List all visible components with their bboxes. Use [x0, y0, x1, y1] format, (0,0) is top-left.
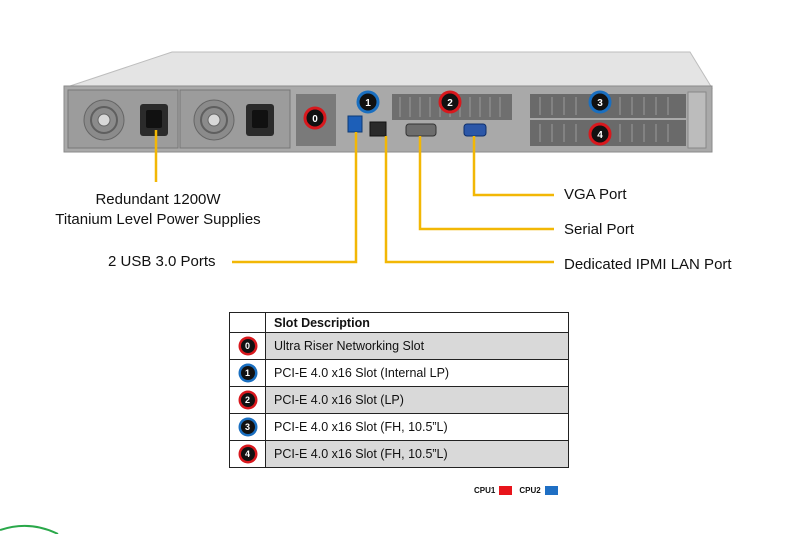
slot-description-table: Slot Description 0 Ultra Riser Networkin…: [229, 312, 569, 468]
vga-callout: VGA Port: [564, 186, 627, 203]
serial-callout: Serial Port: [564, 221, 635, 238]
slot-num-badge: 0: [240, 339, 255, 354]
corner-logo-arc: [0, 524, 59, 534]
cpu-legend: CPU1 CPU2: [474, 486, 565, 495]
slot-desc: PCI-E 4.0 x16 Slot (Internal LP): [265, 359, 569, 387]
vent-slot-lines: [399, 97, 669, 142]
leader-line-vga: [472, 136, 554, 197]
slot-badge-2: 2: [438, 90, 462, 114]
ipmi-lan-port: [369, 121, 387, 137]
power-callout-line1: Redundant 1200W: [95, 191, 221, 208]
slot-badge-2-label: 2: [447, 98, 453, 109]
table-row: 0 Ultra Riser Networking Slot: [229, 332, 569, 360]
slot-badge-4-label: 4: [597, 130, 603, 141]
slot-desc: PCI-E 4.0 x16 Slot (LP): [265, 386, 569, 414]
slot-badge-1: 1: [356, 90, 380, 114]
power-supply-1: [67, 89, 179, 149]
leader-line-serial: [418, 136, 554, 231]
serial-port: [405, 123, 437, 137]
ipmi-callout: Dedicated IPMI LAN Port: [564, 256, 732, 273]
legend-cpu2-swatch: [544, 486, 558, 495]
slot-badge-0-label: 0: [312, 114, 318, 125]
slot-num-badge: 2: [240, 393, 255, 408]
legend-cpu2-label: CPU2: [519, 486, 541, 495]
slot-badge-0: 0: [303, 106, 327, 130]
power-callout-line2: Titanium Level Power Supplies: [55, 211, 261, 228]
chassis-top-cover: [63, 51, 713, 89]
table-header-num: [229, 312, 266, 333]
power-supply-2: [179, 89, 291, 149]
table-row: 2 PCI-E 4.0 x16 Slot (LP): [229, 386, 569, 414]
slot-desc: Ultra Riser Networking Slot: [265, 332, 569, 360]
legend-cpu1-swatch: [499, 486, 513, 495]
power-supplies-callout: Redundant 1200W Titanium Level Power Sup…: [38, 190, 278, 230]
table-header-row: Slot Description: [229, 312, 569, 333]
table-row: 4 PCI-E 4.0 x16 Slot (FH, 10.5”L): [229, 440, 569, 468]
table-row: 1 PCI-E 4.0 x16 Slot (Internal LP): [229, 359, 569, 387]
slot-badge-1-label: 1: [365, 98, 371, 109]
legend-cpu1-label: CPU1: [474, 486, 496, 495]
slot-badge-3: 3: [588, 90, 612, 114]
slot-desc: PCI-E 4.0 x16 Slot (FH, 10.5”L): [265, 413, 569, 441]
slot-desc: PCI-E 4.0 x16 Slot (FH, 10.5”L): [265, 440, 569, 468]
table-row: 3 PCI-E 4.0 x16 Slot (FH, 10.5”L): [229, 413, 569, 441]
usb-port: [347, 115, 363, 133]
chassis-right-bracket: [687, 91, 707, 149]
leader-line-usb: [232, 132, 358, 264]
slot-badge-4: 4: [588, 122, 612, 146]
slot-num-badge: 3: [240, 420, 255, 435]
leader-line-ipmi: [384, 136, 554, 264]
slot-num-badge: 4: [240, 447, 255, 462]
slot-badge-3-label: 3: [597, 98, 603, 109]
slot-num-badge: 1: [240, 366, 255, 381]
table-header-label: Slot Description: [265, 312, 569, 333]
usb-callout: 2 USB 3.0 Ports: [108, 253, 216, 270]
vga-port: [463, 123, 487, 137]
